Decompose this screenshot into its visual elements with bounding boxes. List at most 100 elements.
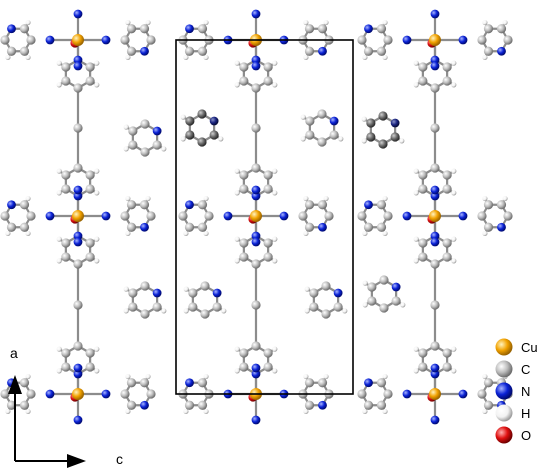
h-atom — [413, 60, 419, 66]
c-atom — [26, 35, 36, 45]
c-atom — [239, 362, 249, 372]
c-atom — [442, 170, 452, 180]
n-atom — [318, 400, 327, 410]
c-atom — [6, 400, 17, 410]
c-atom — [379, 275, 389, 285]
c-atom — [239, 76, 249, 86]
c-atom — [391, 296, 401, 306]
c-atom — [128, 302, 138, 312]
h-atom — [125, 195, 131, 202]
n-atom — [430, 9, 440, 19]
c-atom — [204, 211, 214, 221]
c-atom — [483, 46, 494, 56]
h-atom — [234, 368, 240, 374]
h-atom — [451, 190, 457, 196]
h-atom — [123, 308, 129, 314]
h-atom — [94, 236, 100, 242]
c-atom — [333, 302, 343, 312]
h-atom — [145, 195, 151, 202]
n-atom — [430, 415, 440, 425]
h-atom — [502, 195, 508, 202]
n-atom — [140, 222, 149, 232]
c-atom — [73, 300, 83, 310]
n-atom — [318, 222, 327, 232]
h-atom — [362, 280, 368, 286]
h-atom — [234, 258, 240, 264]
c-atom — [85, 76, 95, 86]
c-atom — [184, 222, 195, 232]
c-atom — [239, 238, 249, 248]
c-atom — [209, 130, 219, 140]
n-atom — [152, 288, 162, 298]
n-atom — [430, 61, 440, 71]
h-atom — [451, 236, 457, 242]
c-atom — [152, 140, 162, 150]
h-atom — [234, 190, 240, 196]
h-atom — [413, 82, 419, 88]
h-atom — [125, 230, 131, 237]
c-atom — [120, 389, 130, 399]
c-atom — [251, 259, 261, 269]
n-atom — [364, 200, 373, 210]
c-atom — [126, 378, 137, 388]
c-atom — [317, 109, 327, 119]
c-atom — [61, 238, 71, 248]
c-atom — [363, 400, 374, 410]
c-atom — [376, 24, 387, 34]
h-atom — [94, 346, 100, 352]
h-atom — [5, 408, 11, 415]
n-atom — [430, 363, 440, 373]
c-atom — [430, 123, 440, 133]
c-atom — [239, 184, 249, 194]
c-atom — [442, 184, 452, 194]
h-atom — [203, 373, 209, 380]
c-atom — [366, 132, 376, 142]
h-atom — [451, 368, 457, 374]
n-atom — [73, 61, 83, 71]
h-atom — [221, 308, 227, 314]
n-atom — [185, 24, 194, 34]
h-atom — [25, 408, 31, 415]
c-atom — [376, 200, 387, 210]
h-atom — [183, 408, 189, 415]
h-atom — [413, 258, 419, 264]
c-atom — [483, 222, 494, 232]
c-atom — [61, 362, 71, 372]
h-atom — [218, 136, 224, 142]
c-atom — [0, 211, 10, 221]
h-atom — [304, 308, 310, 314]
h-atom — [482, 408, 488, 415]
h-atom — [234, 60, 240, 66]
c-atom — [304, 46, 315, 56]
n-atom — [251, 61, 261, 71]
cu-atom — [429, 210, 441, 222]
h-atom — [161, 146, 167, 152]
c-atom — [263, 362, 273, 372]
c-atom — [363, 222, 374, 232]
h-atom — [482, 195, 488, 202]
c-axis-label: c — [116, 451, 123, 467]
n-atom — [497, 222, 506, 232]
n-atom — [329, 116, 339, 126]
c-atom — [304, 400, 315, 410]
c-atom — [251, 83, 261, 93]
h-atom — [482, 373, 488, 380]
h-atom — [203, 195, 209, 202]
h-atom — [56, 346, 62, 352]
h-atom — [361, 116, 367, 122]
c-atom — [184, 400, 195, 410]
c-atom — [483, 378, 494, 388]
c-atom — [357, 211, 367, 221]
c-atom — [85, 62, 95, 72]
h-atom — [125, 408, 131, 415]
c-atom — [430, 300, 440, 310]
n-atom — [73, 415, 83, 425]
c-atom — [146, 35, 156, 45]
h-atom — [56, 190, 62, 196]
c-atom — [140, 147, 150, 157]
c-atom — [0, 35, 10, 45]
cu-atom — [72, 34, 84, 46]
c-atom — [317, 137, 327, 147]
